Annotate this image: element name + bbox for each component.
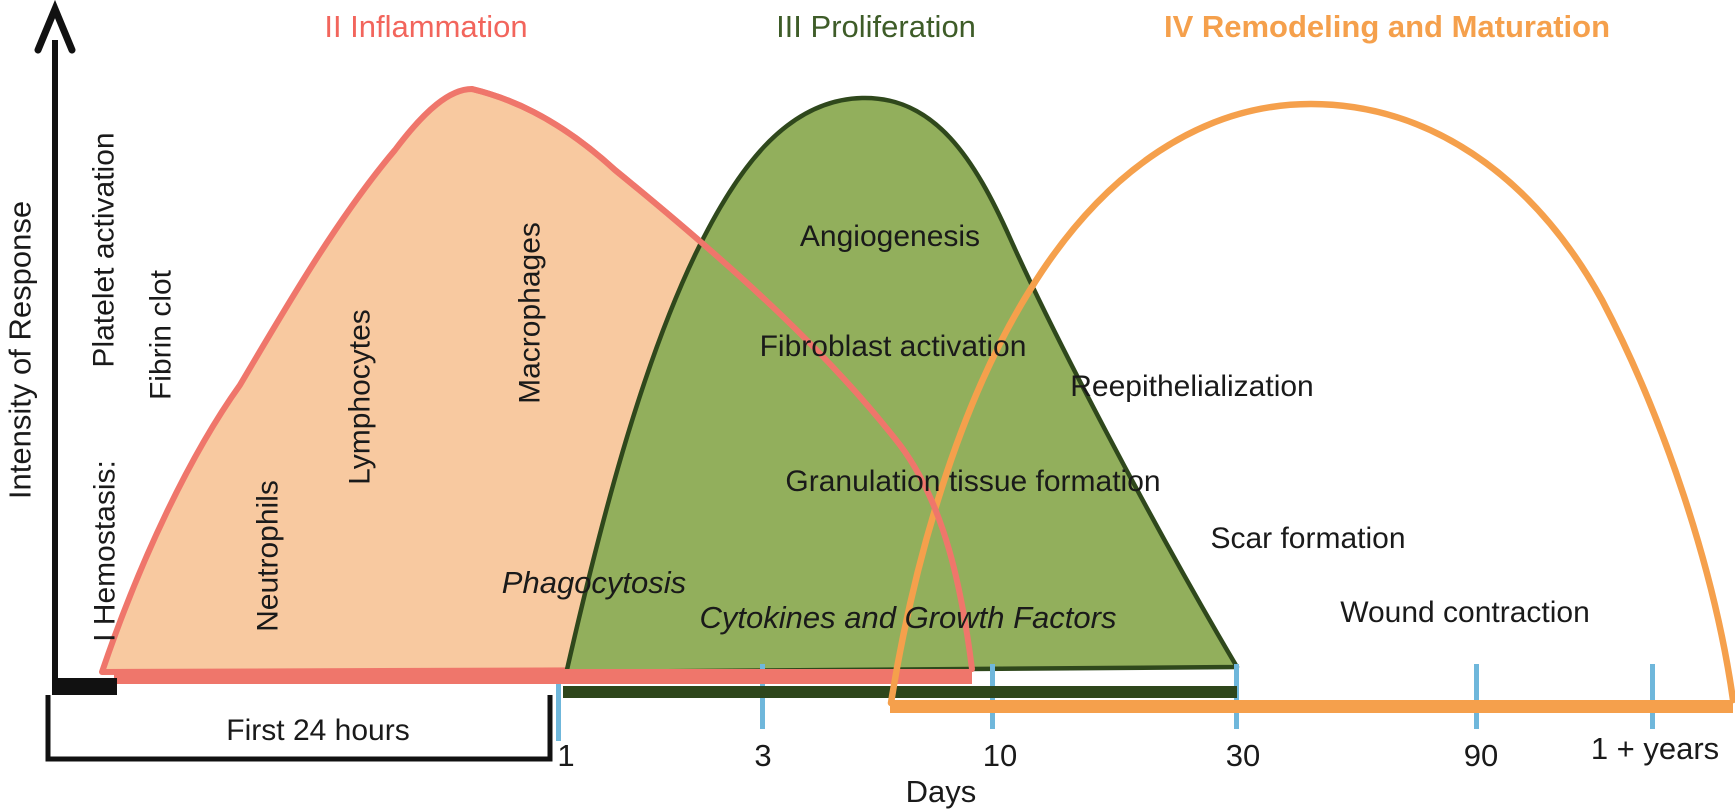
tick-label-10: 10: [983, 738, 1017, 773]
inflammation-duration-bar: [114, 669, 972, 684]
phagocytosis-label: Phagocytosis: [502, 565, 686, 600]
tick-label-3: 3: [754, 738, 771, 773]
hemostasis-duration-bar: [52, 678, 117, 695]
tick-1plus-years: [1650, 664, 1655, 729]
remodeling-curve: [887, 100, 1735, 707]
inflammation-curve-edge: [469, 86, 975, 672]
tick-label-30: 30: [1226, 738, 1260, 773]
proliferation-title: III Proliferation: [776, 9, 976, 44]
inflammation-title: II Inflammation: [324, 9, 527, 44]
tick-label-1: 1: [557, 738, 574, 773]
fibrin-clot-label: Fibrin clot: [145, 269, 178, 400]
platelet-activation-label: Platelet activation: [88, 132, 121, 367]
angiogenesis-label: Angiogenesis: [800, 220, 980, 253]
remodeling-title: IV Remodeling and Maturation: [1164, 9, 1610, 44]
neutrophils-label: Neutrophils: [252, 480, 285, 632]
y-axis-label: Intensity of Response: [3, 201, 38, 499]
wound-contraction-label: Wound contraction: [1340, 596, 1590, 629]
scar-formation-label: Scar formation: [1210, 522, 1405, 555]
y-axis-arrow-icon: [34, 0, 76, 54]
tick-day-1: [556, 681, 561, 741]
cytokines-growth-factors-label: Cytokines and Growth Factors: [700, 600, 1117, 635]
remodeling-duration-bar: [890, 700, 1733, 713]
tick-day-90: [1474, 664, 1479, 729]
y-axis-line: [52, 40, 58, 686]
tick-label-1plus-years: 1 + years: [1591, 731, 1719, 766]
reepithelialization-label: Reepithelialization: [1070, 370, 1314, 403]
first-24-hours-label: First 24 hours: [226, 714, 409, 747]
first-24-hours-bracket: [45, 695, 553, 762]
macrophages-label: Macrophages: [514, 222, 547, 404]
proliferation-curve: [563, 95, 1240, 677]
fibroblast-activation-label: Fibroblast activation: [760, 330, 1027, 363]
lymphocytes-label: Lymphocytes: [344, 309, 377, 485]
proliferation-duration-bar: [563, 686, 1237, 698]
hemostasis-label: I Hemostasis:: [89, 460, 122, 642]
granulation-tissue-label: Granulation tissue formation: [785, 465, 1160, 498]
x-axis-label: Days: [906, 774, 977, 809]
tick-label-90: 90: [1464, 738, 1498, 773]
